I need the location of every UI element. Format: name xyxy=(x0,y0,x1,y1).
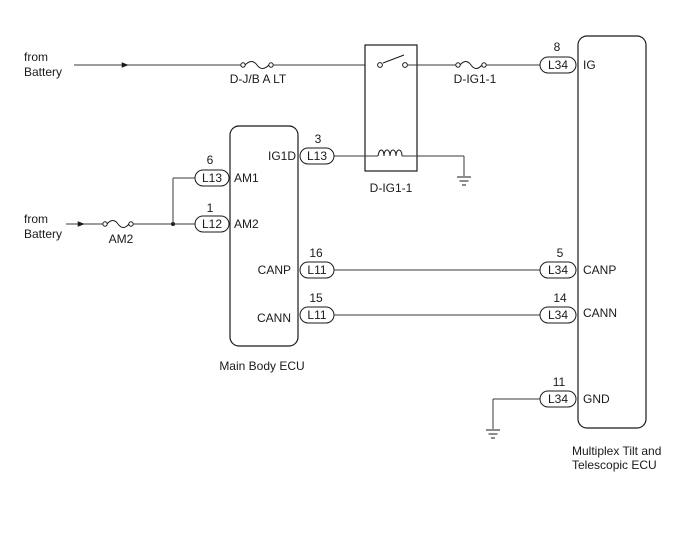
connector-am1 xyxy=(194,169,230,187)
connector-am1-label: L13 xyxy=(202,171,222,185)
fuse-am2-icon xyxy=(102,220,134,228)
pin-ig1d-name: IG1D xyxy=(268,149,296,163)
pin-am2-number: 1 xyxy=(207,201,214,215)
ground-icon-tilt-ecu xyxy=(486,429,500,439)
connector-ig-label: L34 xyxy=(548,58,568,72)
relay-coil-icon xyxy=(377,149,403,157)
fuse-djb-alt-label: D-J/B A LT xyxy=(230,72,287,86)
battery-mid-battery-label: Battery xyxy=(24,227,62,241)
main-body-ecu-label: Main Body ECU xyxy=(219,359,304,373)
connector-cann-tilt-label: L34 xyxy=(548,308,568,322)
pin-ig-name: IG xyxy=(583,58,596,72)
pin-ig1d-number: 3 xyxy=(315,132,322,146)
battery-top-battery-label: Battery xyxy=(24,65,62,79)
main-body-ecu-box xyxy=(229,125,299,347)
tilt-ecu-label-line1: Multiplex Tilt and xyxy=(572,444,661,458)
connector-canp-tilt-label: L34 xyxy=(548,263,568,277)
tilt-ecu-label-line2: Telescopic ECU xyxy=(572,458,657,472)
pin-am1-number: 6 xyxy=(207,153,214,167)
pin-cann-tilt-number: 14 xyxy=(553,291,567,305)
tilt-telescopic-ecu-box xyxy=(577,35,647,429)
battery-mid-from-label: from xyxy=(24,212,48,226)
pin-canp-main-name: CANP xyxy=(258,263,291,277)
pin-canp-tilt-number: 5 xyxy=(557,246,564,260)
pin-canp-tilt-name: CANP xyxy=(583,263,616,277)
connector-am2-label: L12 xyxy=(202,217,222,231)
pin-gnd-number: 11 xyxy=(553,375,566,389)
ground-icon-relay xyxy=(457,176,471,186)
pin-cann-main-name: CANN xyxy=(257,311,291,325)
connector-cann-main-label: L11 xyxy=(307,308,326,322)
pin-am1-name: AM1 xyxy=(234,171,259,185)
fuse-dig1-icon xyxy=(455,61,487,69)
relay-dig1-label: D-IG1-1 xyxy=(370,181,413,195)
connector-gnd-label: L34 xyxy=(548,392,568,406)
connector-cann-tilt xyxy=(539,306,577,324)
fuse-am2-label: AM2 xyxy=(109,232,134,246)
pin-canp-main-number: 16 xyxy=(309,246,323,260)
connector-ig1d-label: L13 xyxy=(307,149,327,163)
relay-dig1-box xyxy=(364,44,418,172)
fuse-dig1-label: D-IG1-1 xyxy=(454,72,497,86)
connector-canp-main-label: L11 xyxy=(307,263,326,277)
battery-top-from-label: from xyxy=(24,50,48,64)
connector-canp-tilt xyxy=(539,261,577,279)
pin-cann-tilt-name: CANN xyxy=(583,306,617,320)
connector-ig xyxy=(539,56,577,74)
pin-ig-number: 8 xyxy=(554,40,561,54)
fuse-djb-alt-icon xyxy=(240,61,274,69)
pin-gnd-name: GND xyxy=(583,392,610,406)
connector-ig1d xyxy=(299,147,335,165)
pin-cann-main-number: 15 xyxy=(309,291,323,305)
pin-am2-name: AM2 xyxy=(234,217,259,231)
connector-am2 xyxy=(194,215,230,233)
